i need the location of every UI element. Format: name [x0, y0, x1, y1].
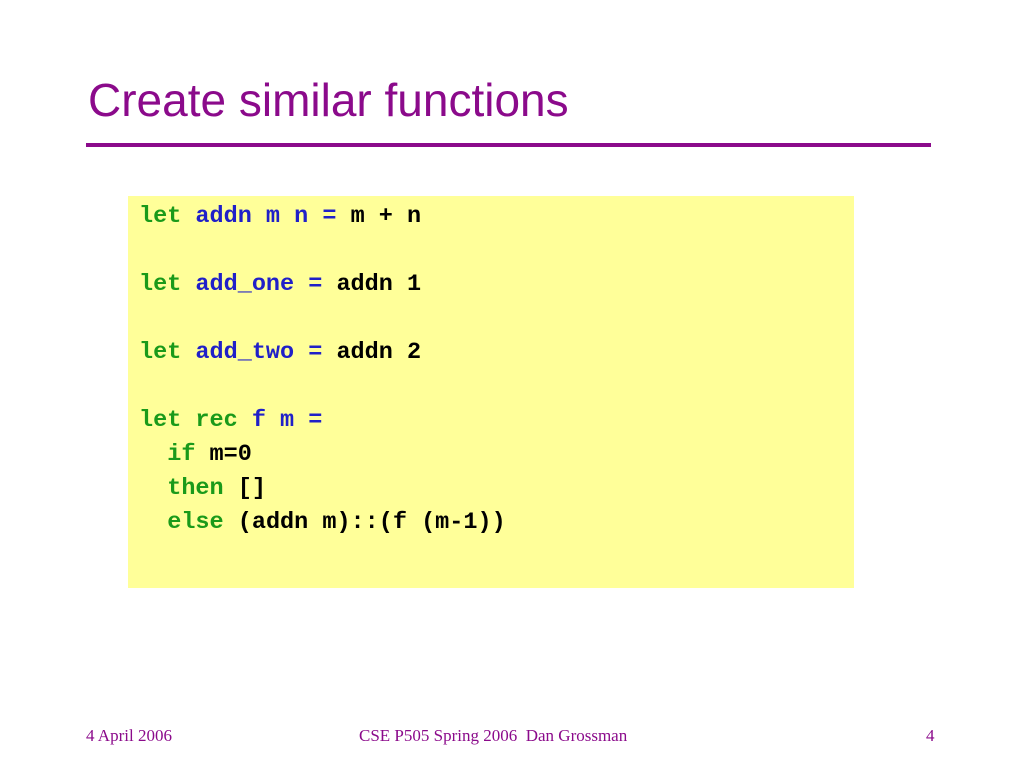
title-underline: [86, 143, 931, 147]
code-definition: addn m n =: [195, 203, 351, 230]
code-indent: [139, 441, 167, 468]
code-definition: add_two =: [195, 339, 337, 366]
code-definition: add_one =: [195, 271, 337, 298]
code-body: m=0: [209, 441, 252, 468]
footer-date: 4 April 2006: [86, 726, 172, 745]
code-line-addn: let addn m n = m + n: [139, 200, 854, 234]
code-line-else: else (addn m)::(f (m-1)): [139, 506, 854, 540]
code-keyword: let: [139, 271, 196, 298]
code-keyword: let: [139, 339, 196, 366]
code-line-if: if m=0: [139, 438, 854, 472]
code-keyword: let: [139, 203, 196, 230]
code-definition: f m =: [251, 407, 323, 434]
code-blank-line: [139, 370, 854, 404]
code-keyword: then: [167, 475, 238, 502]
code-line-add-two: let add_two = addn 2: [139, 336, 854, 370]
code-body: addn 2: [336, 339, 422, 366]
code-line-add-one: let add_one = addn 1: [139, 268, 854, 302]
code-body: m + n: [350, 203, 422, 230]
code-indent: [139, 509, 167, 536]
code-body: (addn m)::(f (m-1)): [237, 509, 506, 536]
slide-title: Create similar functions: [88, 74, 569, 126]
code-keyword: if: [167, 441, 210, 468]
code-keyword: else: [167, 509, 238, 536]
code-line-let-rec: let rec f m =: [139, 404, 854, 438]
code-body: []: [237, 475, 266, 502]
code-body: addn 1: [336, 271, 422, 298]
footer-page-number: 4: [926, 726, 935, 745]
code-line-then: then []: [139, 472, 854, 506]
code-keyword: let rec: [139, 407, 252, 434]
code-block: let addn m n = m + n let add_one = addn …: [128, 196, 854, 588]
footer-course-info: CSE P505 Spring 2006 Dan Grossman: [359, 726, 628, 745]
code-blank-line: [139, 302, 854, 336]
code-indent: [139, 475, 167, 502]
code-blank-line: [139, 234, 854, 268]
